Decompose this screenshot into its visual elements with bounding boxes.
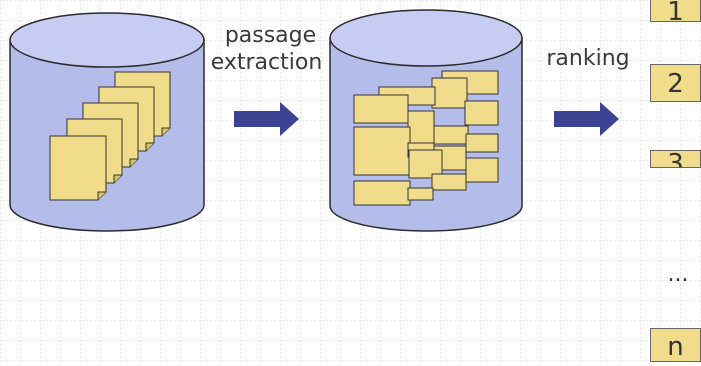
- rank-item-2: 2: [650, 64, 701, 102]
- document-stack: [49, 71, 171, 201]
- rank-ellipsis: ...: [667, 262, 689, 287]
- passage-block: [353, 126, 411, 176]
- passage-block: [464, 100, 499, 126]
- passage-block: [353, 94, 409, 124]
- passage-block: [431, 77, 468, 109]
- passage-block: [407, 187, 434, 201]
- passage-block: [431, 173, 467, 191]
- passage-block: [465, 133, 499, 153]
- rank-item-3: 3: [650, 150, 701, 168]
- passage-block: [433, 125, 469, 145]
- passage-block: [407, 110, 435, 144]
- rank-item-1: 1: [650, 0, 701, 22]
- ranking-label: ranking: [546, 46, 630, 71]
- passage-block: [408, 149, 443, 179]
- rank-item-n: n: [650, 328, 701, 362]
- arrow-icon: [234, 102, 299, 136]
- passage-block: [465, 157, 499, 183]
- passage-extraction-label-line2: extraction: [210, 50, 323, 75]
- passage-block: [353, 180, 411, 206]
- arrow-icon: [554, 102, 619, 136]
- passage-blocks: [353, 70, 499, 206]
- document-icon: [49, 135, 107, 201]
- passage-extraction-label-line1: passage: [224, 23, 317, 48]
